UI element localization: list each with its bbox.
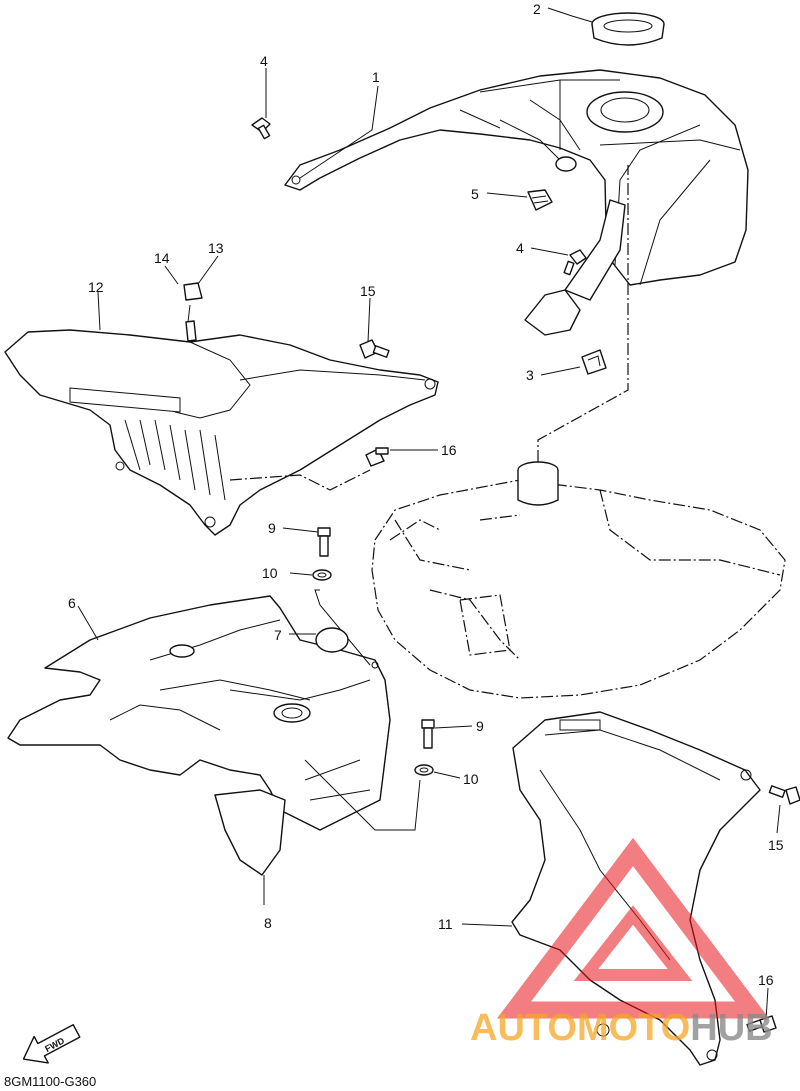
callout-12: 12 [88,279,104,295]
callout-4-upper: 4 [260,53,268,69]
callout-16-lower: 16 [758,972,774,988]
clip-part-3 [581,349,607,375]
callout-15-upper: 15 [360,283,376,299]
lower-fairing-part-6 [7,589,421,876]
callout-labels: 2 1 4 5 4 3 12 14 13 15 16 9 10 6 7 9 10… [68,1,784,988]
fuel-tank-phantom [371,165,786,699]
side-cover-part-11 [511,711,761,1066]
bolt-part-4-lower [563,249,587,276]
callout-1: 1 [372,69,380,85]
watermark-triangle-outer [496,837,770,1019]
bolt-part-4-upper [251,117,271,140]
callout-14: 14 [154,250,170,266]
callout-7: 7 [274,627,282,643]
callout-8: 8 [264,915,272,931]
watermark-text-automoto: AUTOMOTO [470,1007,690,1049]
washer-part-10-upper [312,569,332,581]
callout-15-lower: 15 [768,837,784,853]
bolt-part-16-upper [365,447,389,467]
callout-13: 13 [208,240,224,256]
cap-part-7 [315,627,349,653]
leader-lines [77,7,781,1021]
side-cover-part-12 [4,329,439,536]
band-part-14 [185,320,197,342]
pad-part-13 [183,282,203,301]
callout-4-lower: 4 [516,240,524,256]
callout-5: 5 [471,186,479,202]
callout-3: 3 [526,367,534,383]
callout-16-upper: 16 [441,442,457,458]
tank-cover-part-1 [284,69,749,336]
watermark-text-hub: HUB [690,1007,772,1049]
bolt-part-15-lower [768,785,800,805]
diagram-code: 8GM1100-G360 [4,1074,97,1089]
svg-text:AUTOMOTOHUB: AUTOMOTOHUB [470,1007,773,1049]
fwd-arrow: FWD [22,1024,81,1064]
callout-10-upper: 10 [262,565,278,581]
callout-11: 11 [438,916,453,932]
bolt-part-9-upper [317,527,331,557]
washer-part-10-lower [414,764,434,776]
grommet-part-2 [591,12,665,46]
bolt-part-15-upper [359,339,390,359]
bolt-part-9-lower [421,719,435,749]
callout-9-lower: 9 [476,718,484,734]
callout-6: 6 [68,595,76,611]
watermark-logo: AUTOMOTOHUB [470,837,773,1049]
callout-2: 2 [533,1,541,17]
clip-part-5 [527,189,553,211]
callout-9-upper: 9 [268,520,276,536]
watermark-triangle-inner [573,905,693,981]
callout-10-lower: 10 [463,771,479,787]
